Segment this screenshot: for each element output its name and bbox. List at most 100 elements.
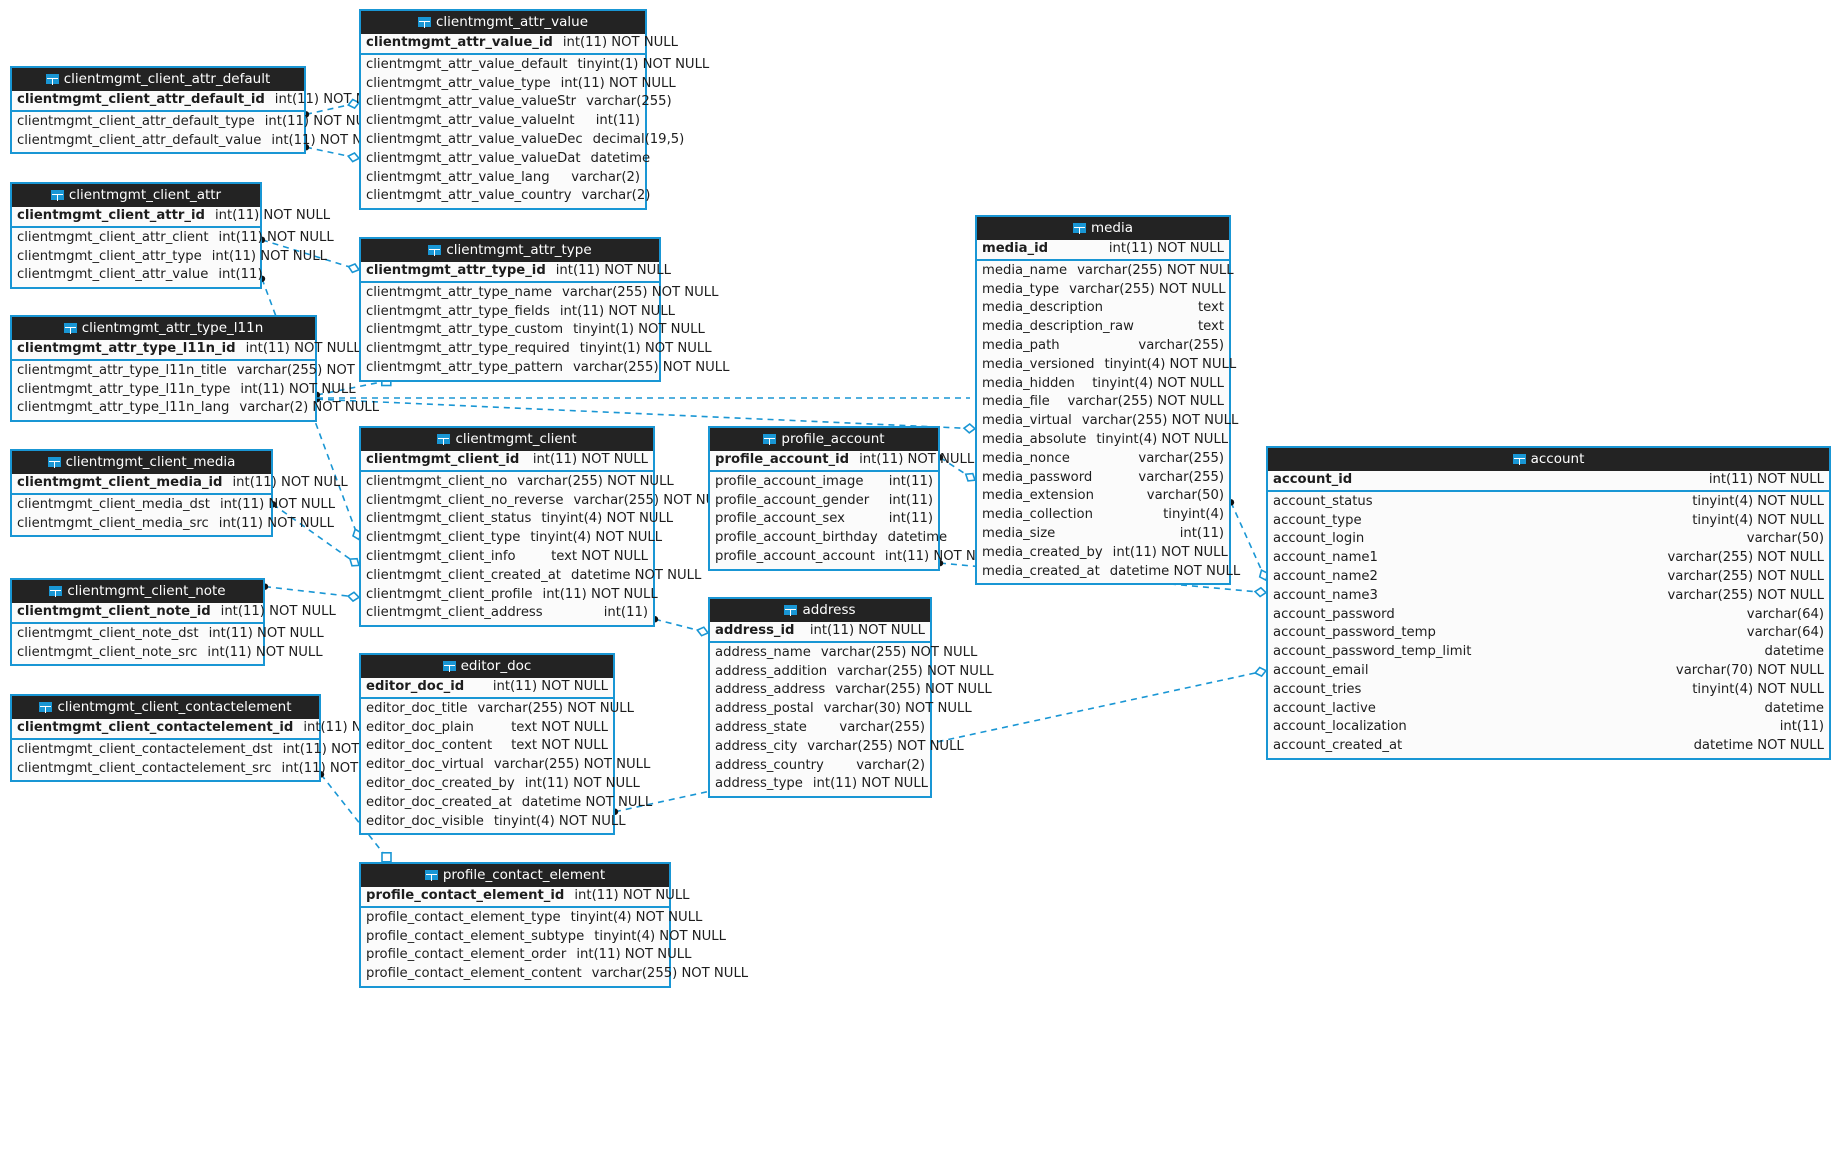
field-type: int(11) NOT NULL <box>884 548 1001 564</box>
entity-name: clientmgmt_client_media <box>65 454 236 470</box>
entity-clientmgmt_attr_type_l11n[interactable]: clientmgmt_attr_type_l11n clientmgmt_attr… <box>10 315 393 423</box>
field-type: int(11) NOT NULL <box>208 625 324 641</box>
field-type: int(11) NOT NULL <box>271 132 387 148</box>
field-type: int(11) NOT NULL <box>555 263 671 278</box>
entity-clientmgmt_client_media[interactable]: clientmgmt_client_media clientmgmt_client… <box>10 449 348 538</box>
field-name: clientmgmt_attr_value_lang <box>366 169 550 185</box>
entity-title-profile_contact_element: profile_contact_element <box>361 864 669 887</box>
field-type: datetime NOT NULL <box>1693 738 1824 754</box>
field-name: media_created_at <box>982 563 1100 579</box>
entity-clientmgmt_attr_type[interactable]: clientmgmt_attr_type clientmgmt_attr_type… <box>359 237 730 382</box>
field-type: int(11) NOT NULL <box>211 248 327 264</box>
field-name: account_password_temp <box>1273 625 1436 641</box>
relationship-rel-7 <box>261 583 361 603</box>
table-icon <box>1512 454 1526 465</box>
field-type: varchar(255) <box>586 94 672 110</box>
field-name: media_name <box>982 262 1068 278</box>
field-type: tinyint(4) NOT NULL <box>1692 681 1824 697</box>
field-name: editor_doc_created_by <box>366 775 515 791</box>
field-type: text <box>1197 300 1224 316</box>
entity-title-clientmgmt_client: clientmgmt_client <box>361 428 653 451</box>
field-type: varchar(70) NOT NULL <box>1675 662 1824 678</box>
field-type: varchar(255) NOT NULL <box>835 682 992 698</box>
field-name: clientmgmt_client_contactelement_src <box>17 760 272 776</box>
entity-title-clientmgmt_attr_type: clientmgmt_attr_type <box>361 239 659 262</box>
table-icon <box>763 434 777 445</box>
field-type: varchar(64) <box>1746 606 1824 622</box>
entity-name: clientmgmt_client_note <box>67 583 226 599</box>
field-name: editor_doc_title <box>366 700 468 716</box>
field-name: editor_doc_visible <box>366 813 484 829</box>
field-type: varchar(255) NOT NULL <box>807 738 964 754</box>
field-type: tinyint(4) NOT NULL <box>570 909 703 925</box>
field-name: media_virtual <box>982 413 1072 429</box>
field-name: account_name1 <box>1273 550 1378 566</box>
field-name: media_created_by <box>982 544 1103 560</box>
field-type: datetime <box>590 150 651 166</box>
field-name: media_versioned <box>982 356 1095 372</box>
field-type: int(11) NOT NULL <box>492 679 608 694</box>
field-type: int(11) NOT NULL <box>542 586 658 602</box>
field-type: tinyint(4) NOT NULL <box>1096 431 1229 447</box>
entity-profile_contact_element[interactable]: profile_contact_element profile_contact_e… <box>359 862 748 988</box>
field-name: clientmgmt_client_contactelement_dst <box>17 741 273 757</box>
field-name: editor_doc_virtual <box>366 757 484 773</box>
entity-title-clientmgmt_attr_type_l11n: clientmgmt_attr_type_l11n <box>12 317 315 340</box>
field-name: clientmgmt_client_status <box>366 511 532 527</box>
field-name: account_name3 <box>1273 587 1378 603</box>
table-icon <box>45 74 59 85</box>
field-name: address_name <box>715 644 811 660</box>
field-type: datetime NOT NULL <box>521 794 653 810</box>
field-name: profile_account_id <box>715 452 850 467</box>
entity-title-editor_doc: editor_doc <box>361 655 613 678</box>
entity-name: clientmgmt_attr_type <box>446 242 592 258</box>
field-type: tinyint(1) NOT NULL <box>577 56 710 72</box>
field-name: media_path <box>982 337 1060 353</box>
entity-name: account <box>1530 451 1585 467</box>
entity-clientmgmt_client_note[interactable]: clientmgmt_client_note clientmgmt_client_… <box>10 578 336 667</box>
field-type: varchar(255) <box>1138 469 1224 485</box>
entity-title-clientmgmt_client_attr_default: clientmgmt_client_attr_default <box>12 68 304 91</box>
field-name: clientmgmt_attr_value_valueStr <box>366 94 577 110</box>
field-name: editor_doc_id <box>366 679 465 694</box>
field-name: clientmgmt_attr_type_fields <box>366 303 550 319</box>
field-type: datetime NOT NULL <box>570 567 702 583</box>
field-type: varchar(50) <box>1746 531 1824 547</box>
field-name: account_tries <box>1273 681 1362 697</box>
